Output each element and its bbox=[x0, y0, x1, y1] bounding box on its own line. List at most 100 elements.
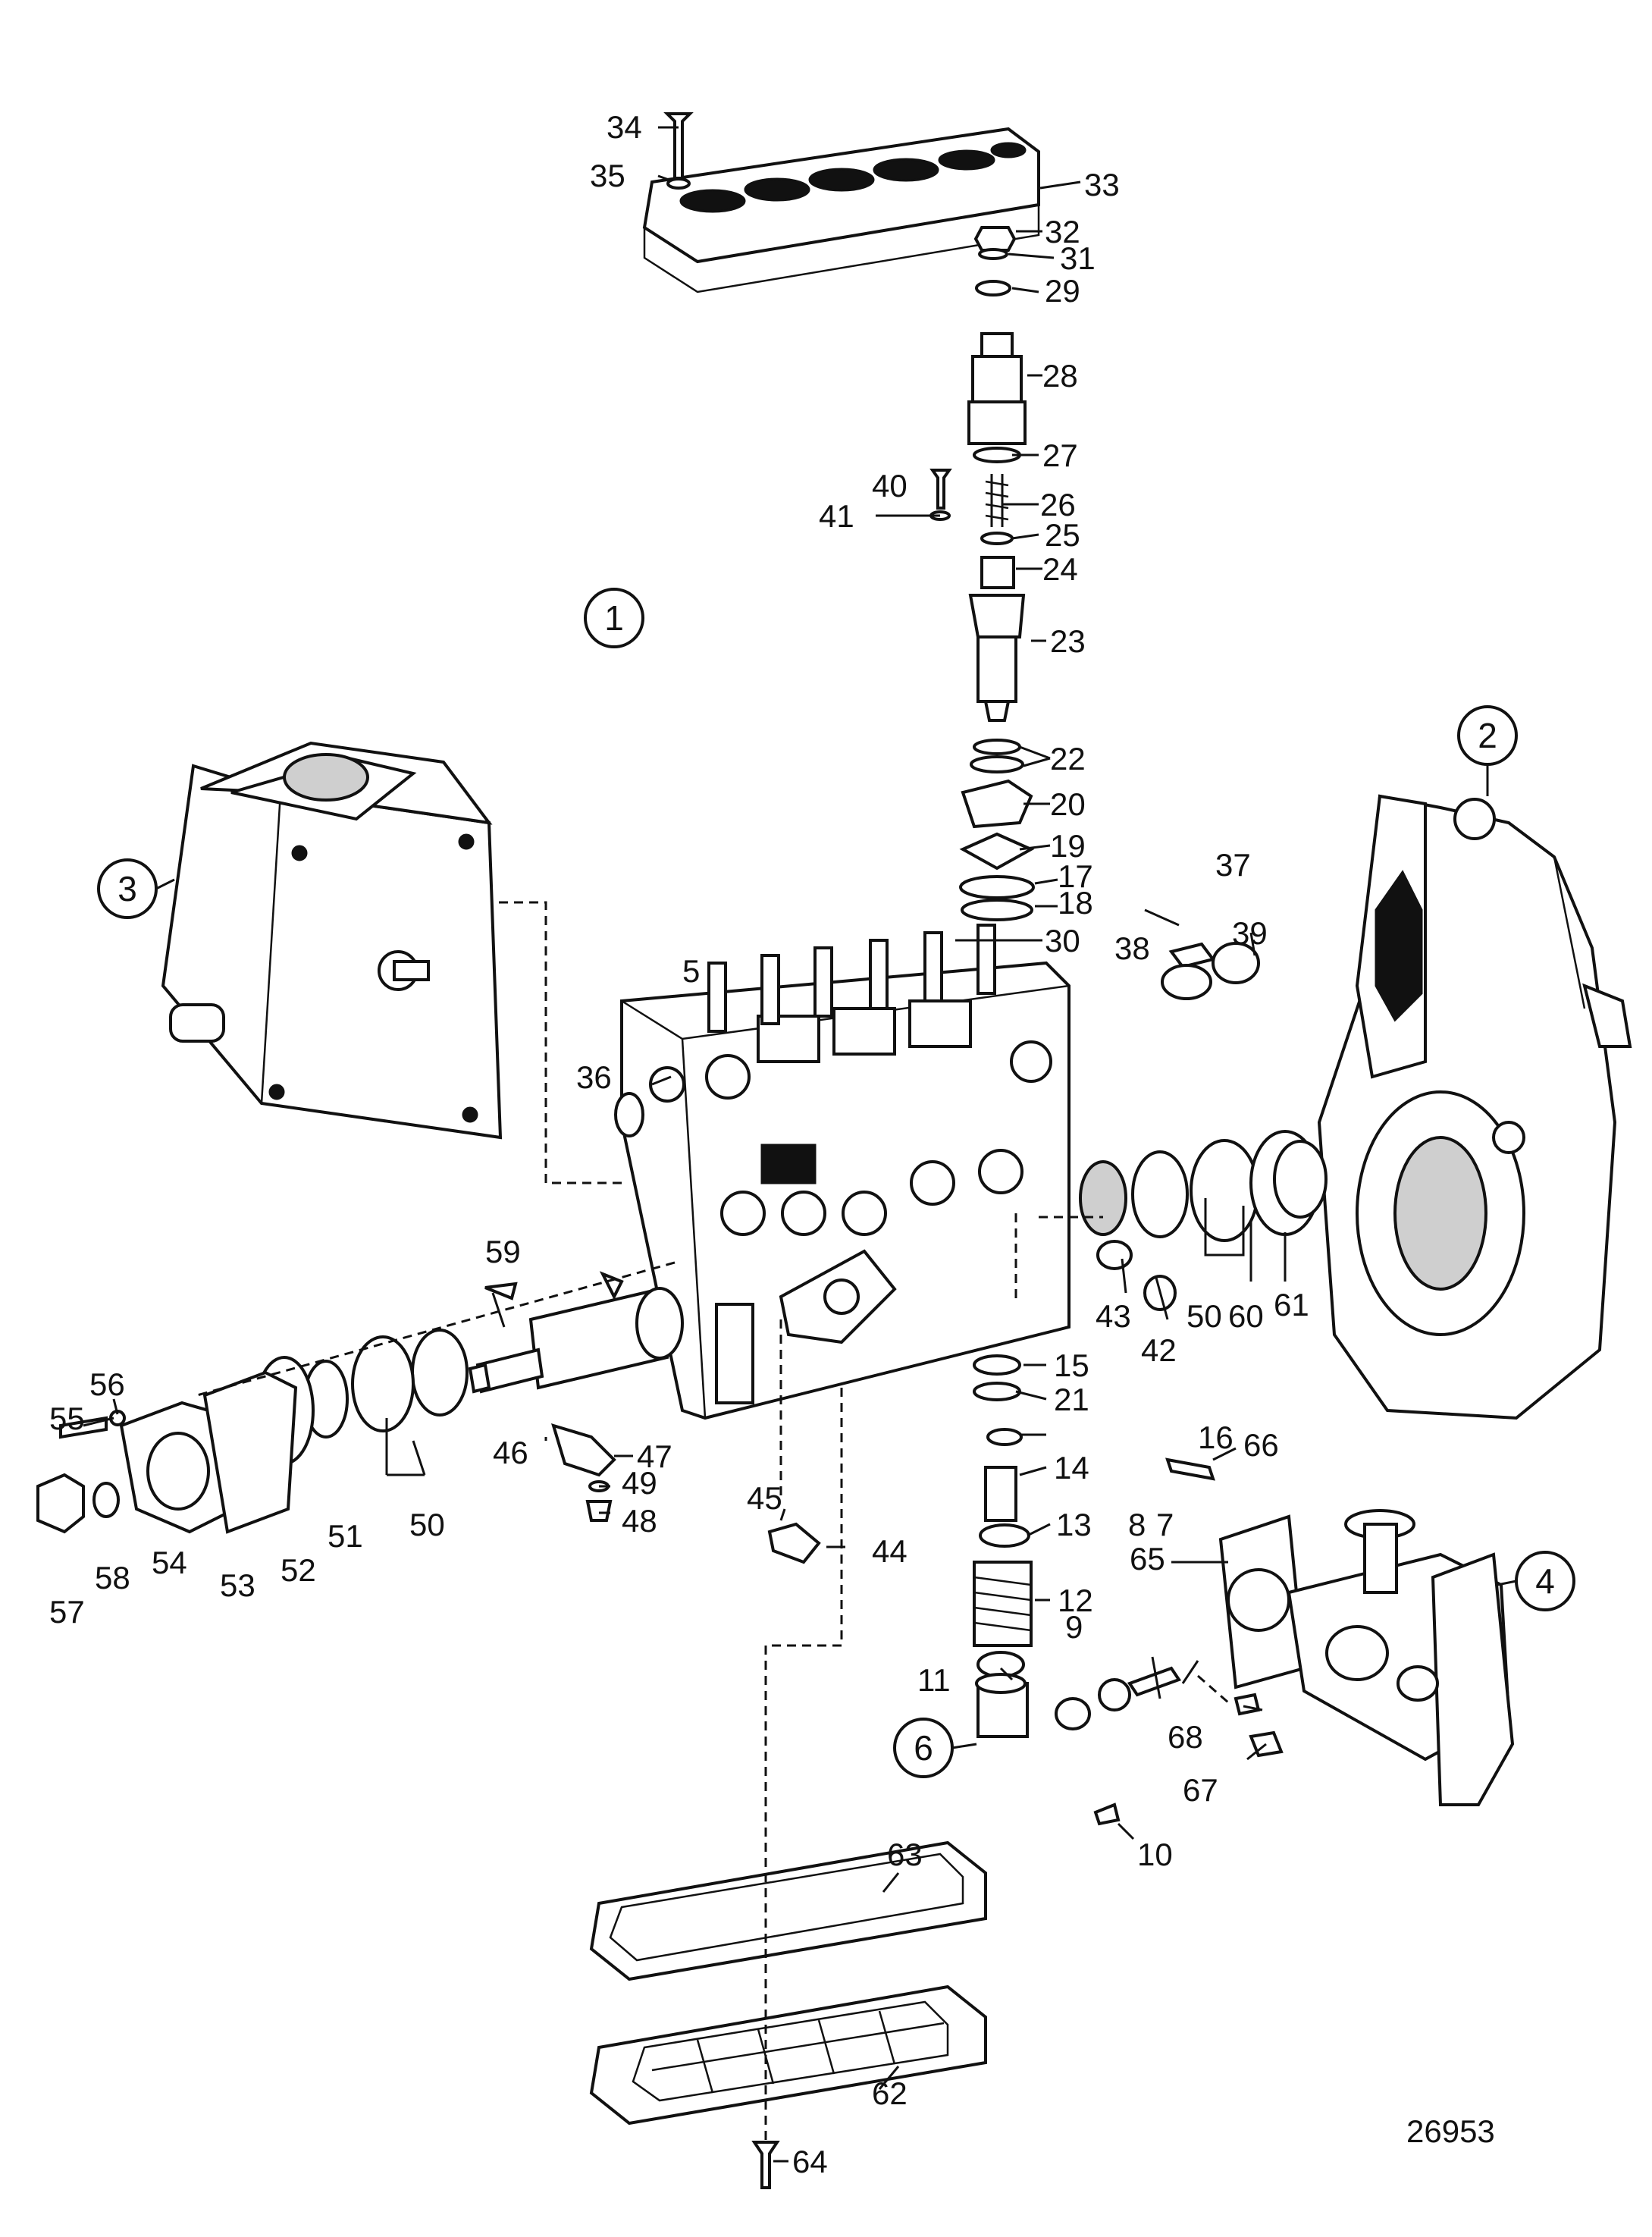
assembly-callout-3: 3 bbox=[97, 858, 175, 919]
drawing-reference-number: 26953 bbox=[1406, 2113, 1495, 2149]
part-label: 50 bbox=[409, 1507, 445, 1542]
part-label: 46 bbox=[493, 1435, 528, 1470]
feed-pump bbox=[1165, 1457, 1515, 1806]
pump-studs bbox=[707, 924, 996, 1033]
end-nut bbox=[36, 1473, 120, 1534]
assembly-callout-6: 6 bbox=[893, 1718, 977, 1778]
part-label: 20 bbox=[1050, 786, 1086, 822]
part-label: 8 bbox=[1128, 1507, 1146, 1542]
part-label: 58 bbox=[95, 1560, 130, 1595]
part-label: 38 bbox=[1114, 930, 1150, 966]
part-label: 41 bbox=[819, 498, 854, 534]
part-label: 34 bbox=[607, 109, 642, 145]
part-label: 16 bbox=[1198, 1420, 1234, 1455]
assembly-label-2: 2 bbox=[1478, 716, 1497, 755]
part-label: 5 bbox=[682, 953, 700, 989]
part-labels: 5 7 8 9 10 11 12 13 14 15 16 17 18 19 20… bbox=[49, 109, 1309, 2179]
part-label: 21 bbox=[1054, 1382, 1089, 1417]
assembly-callout-1: 1 bbox=[584, 588, 644, 648]
leader-lines bbox=[83, 126, 1287, 2163]
part-label: 7 bbox=[1156, 1507, 1174, 1542]
part-label: 24 bbox=[1042, 551, 1078, 587]
part-label: 48 bbox=[622, 1503, 657, 1539]
part-label: 31 bbox=[1060, 240, 1096, 276]
part-label: 43 bbox=[1096, 1298, 1131, 1334]
part-label: 52 bbox=[281, 1552, 316, 1588]
alignment-lines bbox=[196, 901, 1229, 2146]
part-label: 64 bbox=[792, 2144, 828, 2179]
part-label: 39 bbox=[1232, 915, 1268, 951]
part-label: 12 bbox=[1058, 1583, 1093, 1618]
camshaft-left bbox=[468, 1271, 684, 1394]
part-label: 54 bbox=[152, 1545, 187, 1580]
base-screw bbox=[751, 2141, 780, 2189]
part-label: 49 bbox=[622, 1465, 657, 1501]
part-label: 61 bbox=[1274, 1287, 1309, 1322]
part-label: 51 bbox=[328, 1518, 363, 1554]
part-label: 40 bbox=[872, 468, 908, 504]
assembly-label-4: 4 bbox=[1535, 1561, 1555, 1601]
part-label: 27 bbox=[1042, 438, 1078, 473]
part-label: 25 bbox=[1045, 517, 1080, 553]
part-label: 57 bbox=[49, 1594, 85, 1630]
part-label: 59 bbox=[485, 1234, 521, 1269]
part-label: 17 bbox=[1058, 858, 1093, 894]
assembly-callout-2: 2 bbox=[1457, 705, 1518, 796]
part-label: 44 bbox=[872, 1533, 908, 1569]
part-label: 56 bbox=[89, 1366, 125, 1402]
part-label: 19 bbox=[1050, 828, 1086, 864]
delivery-valve-screw bbox=[929, 469, 952, 521]
housing-plug bbox=[614, 1092, 644, 1137]
top-cover bbox=[642, 127, 1040, 293]
part-label: 28 bbox=[1042, 358, 1078, 394]
part-label: 26 bbox=[1040, 487, 1076, 522]
governor-cover bbox=[161, 741, 503, 1140]
part-label: 29 bbox=[1045, 273, 1080, 309]
part-label: 33 bbox=[1084, 167, 1120, 202]
part-label: 66 bbox=[1243, 1427, 1279, 1463]
part-label: 10 bbox=[1137, 1837, 1173, 1872]
part-label: 47 bbox=[637, 1439, 672, 1474]
part-label: 55 bbox=[49, 1401, 85, 1436]
part-label: 50 bbox=[1186, 1298, 1222, 1334]
bearing-flange bbox=[119, 1370, 298, 1534]
part-label: 32 bbox=[1045, 214, 1080, 249]
part-label: 42 bbox=[1141, 1332, 1177, 1368]
part-label: 22 bbox=[1050, 741, 1086, 777]
part-label: 30 bbox=[1045, 923, 1080, 958]
part-label: 68 bbox=[1168, 1719, 1203, 1755]
part-label: 37 bbox=[1215, 847, 1251, 883]
part-label: 11 bbox=[917, 1662, 951, 1698]
part-label: 13 bbox=[1056, 1507, 1092, 1542]
part-label: 35 bbox=[590, 158, 625, 193]
part-label: 63 bbox=[887, 1837, 923, 1872]
roller-set bbox=[1055, 1666, 1182, 1826]
assembly-callout-4: 4 bbox=[1497, 1551, 1575, 1611]
part-label: 14 bbox=[1054, 1450, 1089, 1486]
part-label: 67 bbox=[1183, 1772, 1218, 1808]
assembly-label-1: 1 bbox=[604, 598, 624, 638]
part-label: 65 bbox=[1130, 1541, 1165, 1577]
part-label: 53 bbox=[220, 1567, 255, 1603]
base-gasket bbox=[589, 1840, 987, 1981]
part-label: 18 bbox=[1058, 885, 1093, 921]
tappet-stack bbox=[973, 1354, 1033, 1738]
pump-housing bbox=[620, 961, 1071, 1420]
delivery-valve-stack bbox=[959, 226, 1035, 921]
part-label: 60 bbox=[1228, 1298, 1264, 1334]
base-plate bbox=[589, 1984, 987, 2126]
top-cover-screw bbox=[663, 112, 694, 190]
assembly-label-6: 6 bbox=[914, 1728, 933, 1768]
key-and-screws bbox=[484, 1282, 821, 1564]
part-label: 9 bbox=[1065, 1609, 1083, 1645]
bearing-cap-right bbox=[1161, 942, 1260, 1000]
part-label: 23 bbox=[1050, 623, 1086, 659]
right-bearing-set bbox=[1079, 1130, 1328, 1242]
part-label: 45 bbox=[747, 1480, 782, 1516]
part-label: 15 bbox=[1054, 1348, 1089, 1383]
part-label: 62 bbox=[872, 2075, 908, 2111]
assembly-label-3: 3 bbox=[118, 869, 137, 908]
governor-housing bbox=[1317, 794, 1632, 1420]
part-label: 36 bbox=[576, 1059, 612, 1095]
